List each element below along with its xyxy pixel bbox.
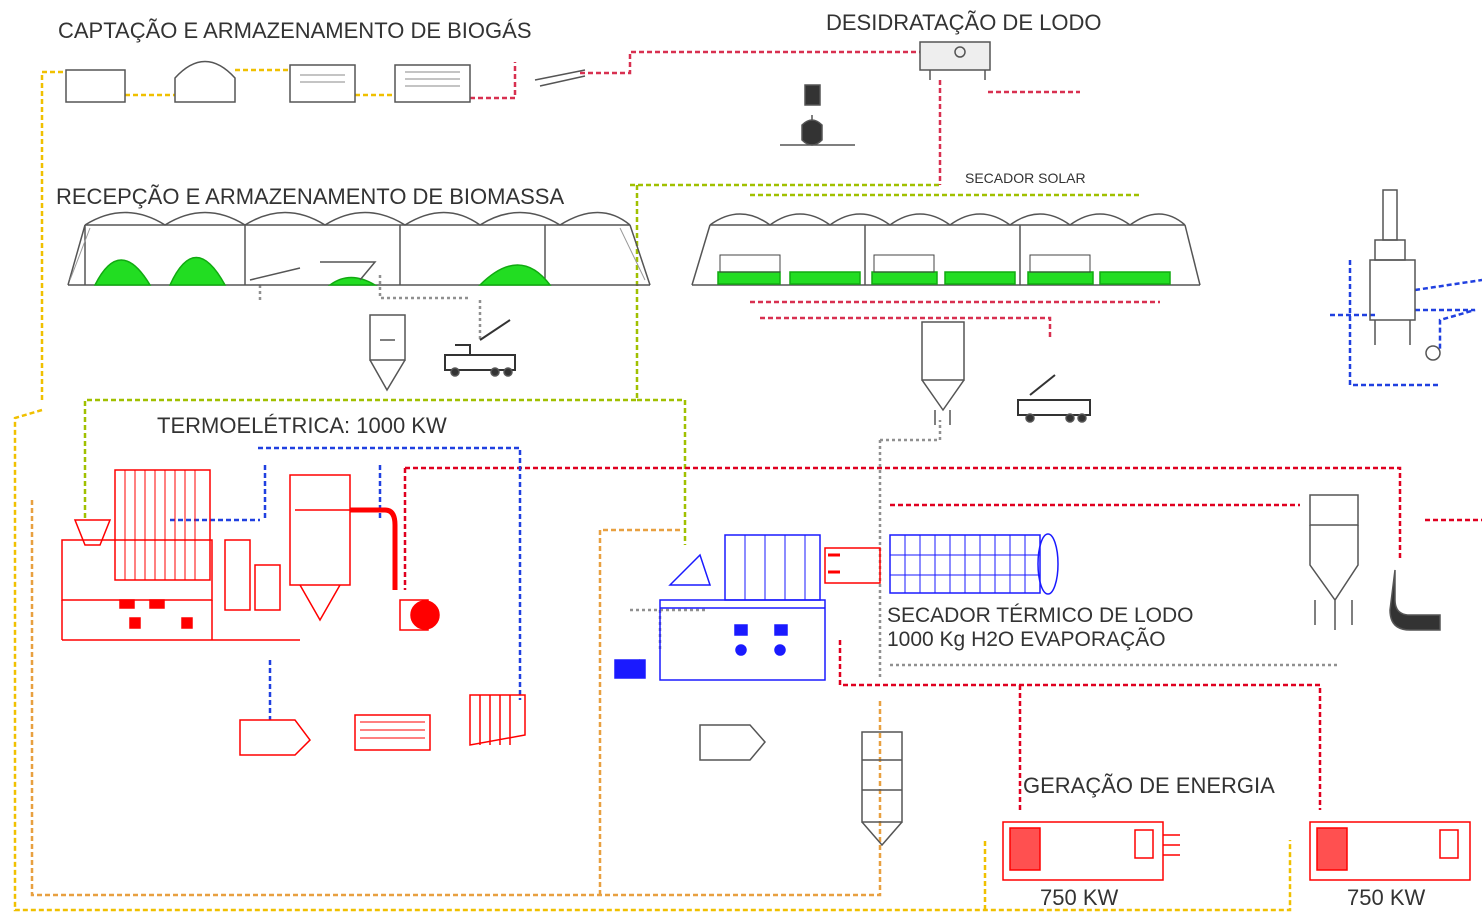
air-preheater (469, 694, 526, 746)
cyclone-top (1309, 494, 1359, 526)
generator-2 (1309, 821, 1471, 881)
exhaust-fan (1389, 569, 1441, 631)
centrifuge (919, 41, 991, 71)
cyclone-cone (1309, 525, 1359, 630)
dried-sludge-silo (921, 321, 965, 381)
thermal-dryer-label-line1: SECADOR TÉRMICO DE LODO (887, 604, 1194, 627)
solar-dryer-label: SECADOR SOLAR (965, 170, 1086, 186)
digester-1 (289, 64, 356, 103)
screw-conveyor (534, 69, 586, 87)
thermoelectric-label: TERMOELÉTRICA: 1000 KW (157, 413, 447, 438)
biomass-roof (84, 211, 631, 226)
green-line (83, 183, 1140, 545)
solar-dryer (691, 213, 1201, 425)
biomass-pile (478, 264, 552, 286)
scrubber (1369, 259, 1416, 321)
orange-loop (30, 500, 882, 897)
dryer-hopper (668, 553, 712, 586)
thermoelectric-plant (61, 469, 526, 756)
conveyor-belt (249, 261, 377, 281)
stack-section (1369, 189, 1441, 361)
gas-holder-dome (174, 60, 236, 103)
biomass-pile (327, 276, 378, 286)
polymer-dosing (801, 84, 823, 146)
sludge-line (470, 50, 1160, 340)
bag-filter (289, 474, 351, 586)
boiler (114, 469, 211, 581)
flue-duct (350, 507, 398, 590)
furnace (61, 539, 213, 601)
biogas-line (40, 68, 395, 400)
feed-hopper (73, 519, 112, 546)
sludge-dewatering-label: DESIDRATAÇÃO DE LODO (826, 10, 1101, 35)
dryer-output-bin (699, 724, 766, 761)
biogas-label: CAPTAÇÃO E ARMAZENAMENTO DE BIOGÁS (58, 18, 532, 43)
cyclone (254, 564, 281, 611)
biogas-section (65, 60, 586, 103)
truck (1017, 374, 1091, 416)
blue-line (170, 260, 1482, 720)
biomass-pile (168, 256, 227, 286)
id-fan (410, 600, 440, 630)
thermal-dryer-blue (614, 533, 1059, 847)
solar-dryer-roof (709, 213, 1186, 226)
generator-1 (1002, 821, 1180, 881)
dewatering-section (780, 41, 991, 146)
outer-yellow-loop (13, 408, 1292, 912)
biomass-label: RECEPÇÃO E ARMAZENAMENTO DE BIOMASSA (56, 184, 564, 209)
energy-generation-label: GERAÇÃO DE ENERGIA (1023, 773, 1275, 798)
digester-2 (394, 64, 471, 103)
biomass-storage (67, 211, 651, 392)
truck (444, 319, 516, 371)
thermal-dryer-label-line2: 1000 Kg H2O EVAPORAÇÃO (887, 627, 1166, 651)
stack (1382, 189, 1398, 241)
dryer-furnace (724, 534, 821, 601)
red-main-line (403, 466, 1482, 810)
output-silo (861, 731, 903, 823)
economizer (224, 539, 251, 611)
heat-exchanger (354, 714, 431, 751)
ash-container (239, 719, 311, 756)
generator-1-label: 750 KW (1040, 885, 1118, 910)
cyclone-section (1309, 494, 1441, 631)
gas-tank (65, 69, 126, 103)
biomass-silo (369, 314, 406, 361)
generator-2-label: 750 KW (1347, 885, 1425, 910)
biomass-pile (93, 259, 152, 286)
